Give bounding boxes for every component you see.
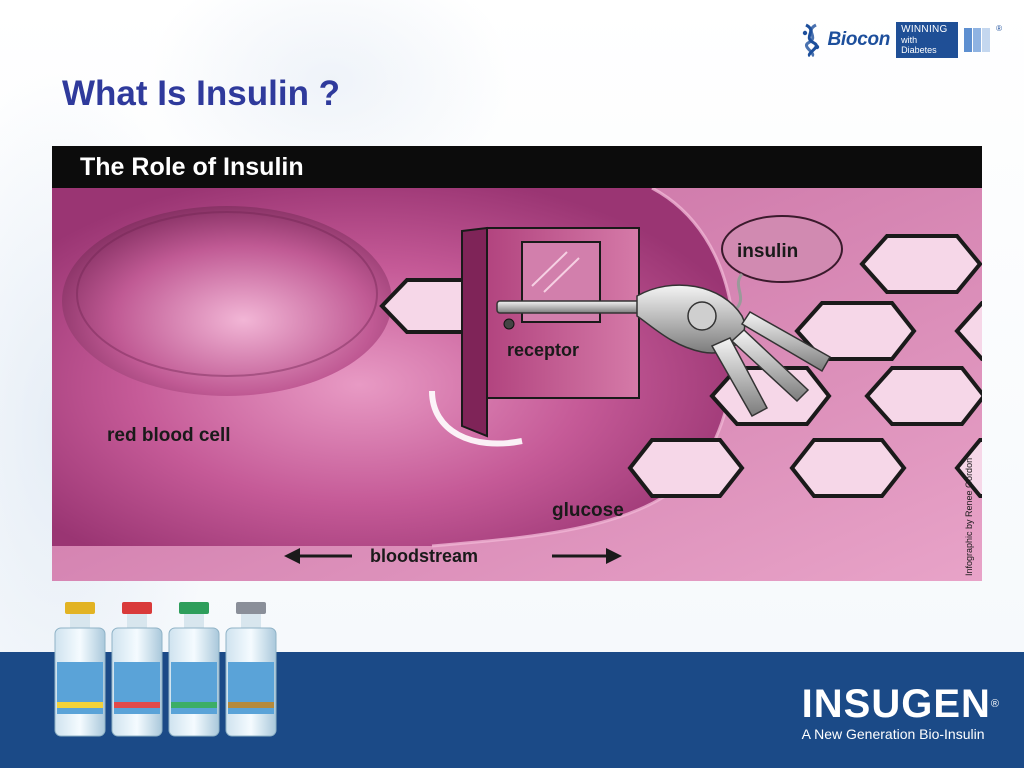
vial-icon [54, 602, 106, 737]
brand-logo-text: Biocon [827, 29, 891, 50]
insugen-brand: INSUGEN® A New Generation Bio-Insulin [802, 684, 1000, 742]
brand-reg-mark: ® [996, 23, 1002, 33]
glucose-hexagon [954, 438, 982, 498]
glucose-hexagon [859, 234, 982, 294]
product-tagline: A New Generation Bio-Insulin [801, 726, 985, 742]
product-reg-mark: ® [990, 698, 1000, 710]
brand-badge: WINNING with Diabetes [896, 22, 959, 58]
receptor-label: receptor [507, 340, 579, 360]
glucose-hexagon [789, 438, 907, 498]
bloodstream-label: bloodstream [370, 546, 478, 566]
slide-title: What Is Insulin ? [62, 74, 341, 113]
vial-icon [225, 602, 277, 737]
brand-bars [964, 28, 991, 52]
insulin-label: insulin [737, 241, 798, 262]
insulin-vials [54, 602, 277, 737]
glucose-hexagon [864, 366, 982, 426]
glucose-entry-arrow [429, 390, 523, 447]
figure-credit: Infographic by Renee Gordon [964, 458, 974, 576]
key-icon [496, 284, 832, 418]
role-of-insulin-figure: The Role of Insulin receptor insu [52, 146, 982, 581]
biocon-brand: Biocon WINNING with Diabetes ® [800, 22, 1002, 58]
vial-icon [168, 602, 220, 737]
product-name: INSUGEN [801, 682, 991, 726]
badge-line-2: with Diabetes [901, 35, 937, 55]
red-blood-cell-label: red blood cell [107, 425, 231, 446]
figure-heading: The Role of Insulin [80, 153, 304, 181]
vial-icon [111, 602, 163, 737]
insulin-bubble [721, 215, 843, 283]
biocon-logo-icon [802, 23, 819, 57]
glucose-hexagon [627, 438, 745, 498]
glucose-hexagon [954, 301, 982, 361]
badge-line-1: WINNING [901, 24, 948, 35]
figure-header-bar [52, 146, 982, 188]
glucose-label: glucose [552, 500, 624, 521]
product-name-row: INSUGEN® [802, 684, 1000, 724]
cell-depression [62, 206, 392, 396]
bloodstream-arrow [284, 548, 622, 564]
